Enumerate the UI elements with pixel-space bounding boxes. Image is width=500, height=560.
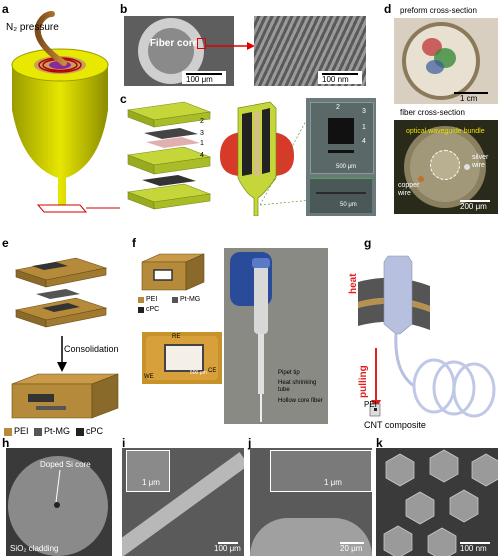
fiber-title: fiber cross-section — [400, 108, 465, 117]
silver-wire-label: silver wire — [472, 154, 489, 169]
panel-c-exploded-layers — [126, 101, 212, 210]
legend-e-cpc: cPC — [86, 426, 104, 436]
panel-d-preform-photo: 1 cm — [394, 18, 498, 104]
panel-f-label: f — [132, 236, 136, 250]
silver-wire-dot — [464, 164, 470, 170]
ce-label: CE — [208, 368, 217, 374]
legend-e: PEI Pt-MG cPC — [4, 426, 124, 438]
panel-j-scale: 20 μm — [340, 544, 363, 553]
panel-c-label: c — [120, 92, 127, 106]
panel-d-label: d — [384, 2, 392, 16]
highlight-box — [197, 38, 206, 49]
layer-num-2: 3 — [200, 130, 204, 137]
panel-j-label: j — [248, 436, 252, 450]
consolidation-label: Consolidation — [64, 344, 119, 354]
panel-b-sem-right: 100 nm — [254, 16, 366, 86]
fiber-core-label: Fiber core — [149, 38, 199, 49]
layer-num-4: 4 — [200, 152, 204, 159]
pei-label: PEI — [364, 400, 377, 409]
layer-num-1: 2 — [200, 118, 204, 125]
panel-c-preform — [220, 101, 294, 216]
panel-c-scale-bottom: 50 μm — [340, 202, 357, 208]
panel-e-block — [11, 373, 119, 419]
legend-f-cpc: cPC — [146, 306, 160, 313]
panel-i-scale: 100 μm — [214, 544, 241, 553]
panel-i-label: i — [122, 436, 126, 450]
panel-c-sem: 2 3 1 4 500 μm 50 μm — [306, 98, 376, 216]
we-label: WE — [144, 374, 154, 380]
panel-b-scale-left: 100 μm — [186, 75, 213, 84]
re-label: RE — [172, 334, 181, 340]
panel-d-fiber-photo: optical waveguide bundle silver wire cop… — [394, 120, 498, 214]
fiber-core-disk — [148, 28, 194, 74]
copper-wire-label: copper wire — [398, 182, 420, 197]
panel-f-block — [141, 253, 205, 291]
panel-j-inset-scale: 1 μm — [324, 478, 342, 487]
pulling-label: pulling — [358, 365, 369, 398]
panel-e-layers — [14, 257, 108, 372]
panel-a-gas-label: N₂ pressure — [6, 22, 59, 33]
panel-b-scale-right: 100 nm — [322, 75, 349, 84]
panel-a-drawing — [11, 11, 120, 213]
preform-title: preform cross-section — [400, 6, 477, 15]
layer-num-3: 1 — [200, 140, 204, 147]
copper-wire-dot — [418, 176, 424, 182]
legend-f-ptmg: Pt-MG — [180, 296, 201, 303]
heat-label: heat — [348, 273, 359, 294]
panel-a-label: a — [2, 2, 9, 16]
hollow-fiber-label: Hollow core fiber — [278, 398, 323, 404]
panel-k-label: k — [376, 436, 383, 450]
preform-scale: 1 cm — [460, 94, 478, 103]
panel-i-sem: 1 μm 100 μm — [122, 448, 244, 556]
panel-c-scale-top: 500 μm — [336, 164, 357, 170]
sem-num-4: 4 — [362, 138, 366, 145]
electrode-window — [164, 344, 204, 372]
legend-f-pei: PEI — [146, 296, 158, 303]
panel-h-label: h — [2, 436, 10, 450]
panel-f-inset-scale: 500 μm — [190, 370, 207, 376]
panel-e-label: e — [2, 236, 9, 250]
cladding-label: SiO₂ cladding — [10, 544, 59, 553]
sem-center-square — [328, 118, 354, 144]
waveguide-label: optical waveguide bundle — [406, 128, 485, 135]
fiber-scale: 200 μm — [460, 202, 487, 211]
doped-core-label: Doped Si core — [40, 460, 91, 469]
sem-num-1: 1 — [362, 124, 366, 131]
panel-i-inset-scale: 1 μm — [142, 478, 160, 487]
legend-e-pei: PEI — [14, 426, 29, 436]
panel-f-electrode-photo: RE CE WE 500 μm — [142, 332, 222, 384]
panel-h-sem: Doped Si core SiO₂ cladding — [6, 448, 112, 556]
si-core-dot — [54, 502, 60, 508]
panel-j-sem: 1 μm 20 μm — [250, 448, 372, 556]
panel-k-sem: 100 nm — [376, 448, 498, 556]
panel-b-arrow — [205, 42, 255, 50]
sem-num-2: 2 — [336, 104, 340, 111]
panel-g-label: g — [364, 236, 372, 250]
cnt-label: CNT composite — [364, 420, 426, 430]
panel-f-pipette-photo: Pipet tip Heat shrinking tube Hollow cor… — [224, 248, 328, 424]
fiber-surface — [250, 518, 372, 556]
pipet-tip-label: Pipet tip — [278, 370, 300, 376]
panel-g-drawing — [358, 255, 496, 418]
heat-tube-label: Heat shrinking tube — [278, 380, 317, 393]
panel-c-connector-lines — [260, 109, 313, 206]
panel-k-scale: 100 nm — [460, 544, 487, 553]
legend-f: PEI Pt-MG cPC — [138, 296, 218, 320]
pipette-body — [254, 264, 268, 334]
panel-b-sem-left: Fiber core 100 μm — [124, 16, 234, 86]
panel-b-label: b — [120, 2, 128, 16]
sem-num-3: 3 — [362, 108, 366, 115]
legend-e-ptmg: Pt-MG — [44, 426, 70, 436]
